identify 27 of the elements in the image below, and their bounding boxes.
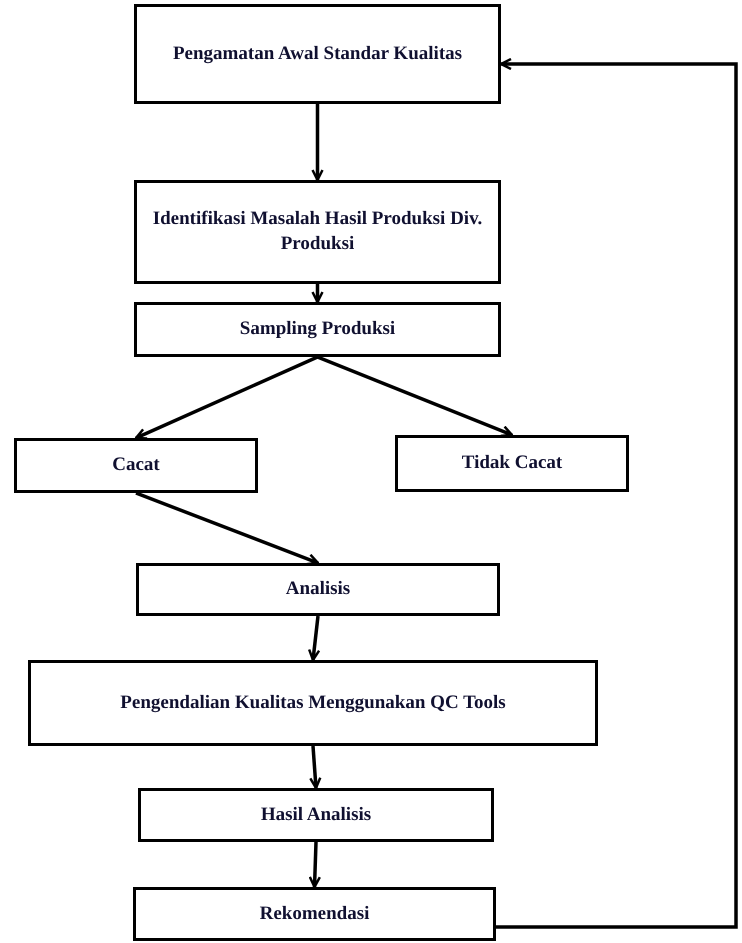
box-label: Cacat <box>112 453 160 478</box>
arrow <box>308 842 322 888</box>
arrow <box>309 746 322 790</box>
box-label: Hasil Analisis <box>260 802 372 827</box>
box-label: Rekomendasi <box>260 902 370 926</box>
process-box <box>138 788 494 842</box>
arrow <box>311 104 324 182</box>
process-box <box>395 435 629 492</box>
box-label: Identifikasi Masalah Hasil Produksi Div. Produksi <box>152 207 484 256</box>
box-label: Pengendalian Kualitas Menggunakan QC Tools <box>120 690 506 715</box>
arrow <box>308 616 320 662</box>
process-box <box>134 4 501 104</box>
arrow <box>134 355 318 440</box>
box-label: Sampling Produksi <box>240 317 396 342</box>
process-box <box>136 563 500 616</box>
box-label: Pengamatan Awal Standar Kualitas <box>172 42 462 66</box>
process-box <box>14 438 258 493</box>
arrow <box>135 491 320 566</box>
arrow <box>311 284 324 304</box>
process-box <box>134 302 501 357</box>
arrow <box>316 355 514 438</box>
box-label: Tidak Cacat <box>462 451 562 476</box>
process-box <box>133 887 496 941</box>
box-label: Analisis <box>286 577 350 602</box>
arrow <box>496 58 738 929</box>
process-box <box>28 660 598 746</box>
process-box <box>134 180 501 284</box>
